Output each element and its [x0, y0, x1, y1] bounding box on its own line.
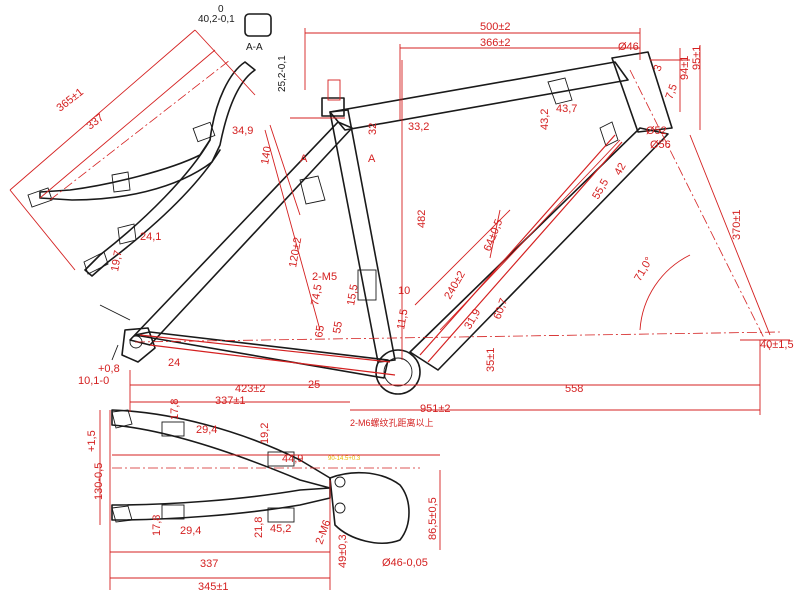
dim-130: 130-0,5 [93, 463, 105, 500]
dimension-lines [9, 13, 790, 590]
dim-3: 3 [652, 63, 665, 73]
dim-558: 558 [565, 383, 583, 395]
dim-2-m5: 2-M5 [312, 271, 337, 283]
dim-43-7: 43,7 [556, 103, 577, 115]
dim-29-4-top: 29,4 [196, 424, 217, 436]
dim-phi46-bottom: Ø46-0,05 [382, 557, 428, 569]
dim-55: 55 [331, 320, 345, 334]
dim-25: 25 [308, 379, 320, 391]
dim-74-5: 74,5 [309, 283, 325, 306]
note-yellow-dim: 90-14.5+0.3 [328, 456, 361, 462]
section-a-left: A [300, 153, 308, 165]
dim-plus-1-5: +1,5 [86, 430, 98, 452]
dim-337-chain: 337±1 [215, 395, 246, 407]
dim-370: 370±1 [731, 209, 743, 240]
dim-29-4-bottom: 29,4 [180, 525, 201, 537]
note-m6-holes: 2-M6螺纹孔距离以上 [350, 417, 434, 428]
dim-500: 500±2 [480, 21, 511, 33]
dim-25-2: 25,2-0,1 [277, 55, 288, 92]
dim-15-5: 15,5 [345, 283, 361, 306]
dim-86-5: 86,5±0,5 [427, 497, 439, 540]
dim-345: 345±1 [198, 581, 229, 593]
dim-19-2: 19,2 [259, 423, 271, 444]
dim-45-2: 45,2 [270, 523, 291, 535]
dim-43-2: 43,2 [539, 109, 551, 130]
dim-40-2: 40,2-0,1 [198, 14, 235, 25]
dim-40-bb: 40±1,5 [760, 339, 794, 351]
dim-44-9: 44,9 [282, 453, 303, 465]
section-aa: A-A [246, 42, 263, 53]
dim-24-1: 24,1 [140, 231, 161, 243]
dim-366: 366±2 [480, 37, 511, 49]
dim-phi46-head: Ø46 [618, 41, 639, 53]
dim-94: 94±1 [679, 56, 691, 80]
dim-0: 0 [218, 4, 224, 15]
section-a-right: A [368, 153, 376, 165]
dim-33-2: 33,2 [408, 121, 429, 133]
dim-24: 24 [168, 357, 180, 369]
dim-phi52: Ø52 [646, 125, 667, 137]
dim-32: 32 [367, 123, 379, 135]
dim-17-8-bottom: 17,8 [151, 515, 163, 536]
dim-19-7: 19,7 [109, 249, 125, 272]
seat-stay-detail [27, 61, 256, 277]
dim-10: 10 [398, 285, 410, 297]
dim-21-8: 21,8 [253, 517, 265, 538]
dim-951: 951±2 [420, 403, 451, 415]
dim-337-bottom: 337 [200, 558, 218, 570]
dim-7-5: 7,5 [664, 83, 681, 101]
dim-65: 65 [313, 324, 327, 338]
dim-35: 35±1 [485, 348, 497, 372]
dim-482: 482 [416, 210, 428, 228]
dim-10-1: 10,1-0 [78, 375, 109, 387]
dim-phi56: Ø56 [650, 139, 671, 151]
dim-11-5: 11,5 [395, 308, 410, 330]
dim-120: 120±2 [287, 236, 304, 268]
main-frame [99, 51, 673, 395]
dim-140: 140 [259, 145, 274, 165]
dim-423: 423±2 [235, 383, 266, 395]
dim-34-9: 34,9 [232, 125, 253, 137]
dim-42: 42 [612, 161, 629, 178]
dim-17-8-top: 17,8 [169, 399, 181, 420]
dim-95: 95±1 [691, 46, 703, 70]
dim-49: 49±0,3 [337, 534, 349, 568]
dim-plus-0-8: +0,8 [98, 363, 120, 375]
